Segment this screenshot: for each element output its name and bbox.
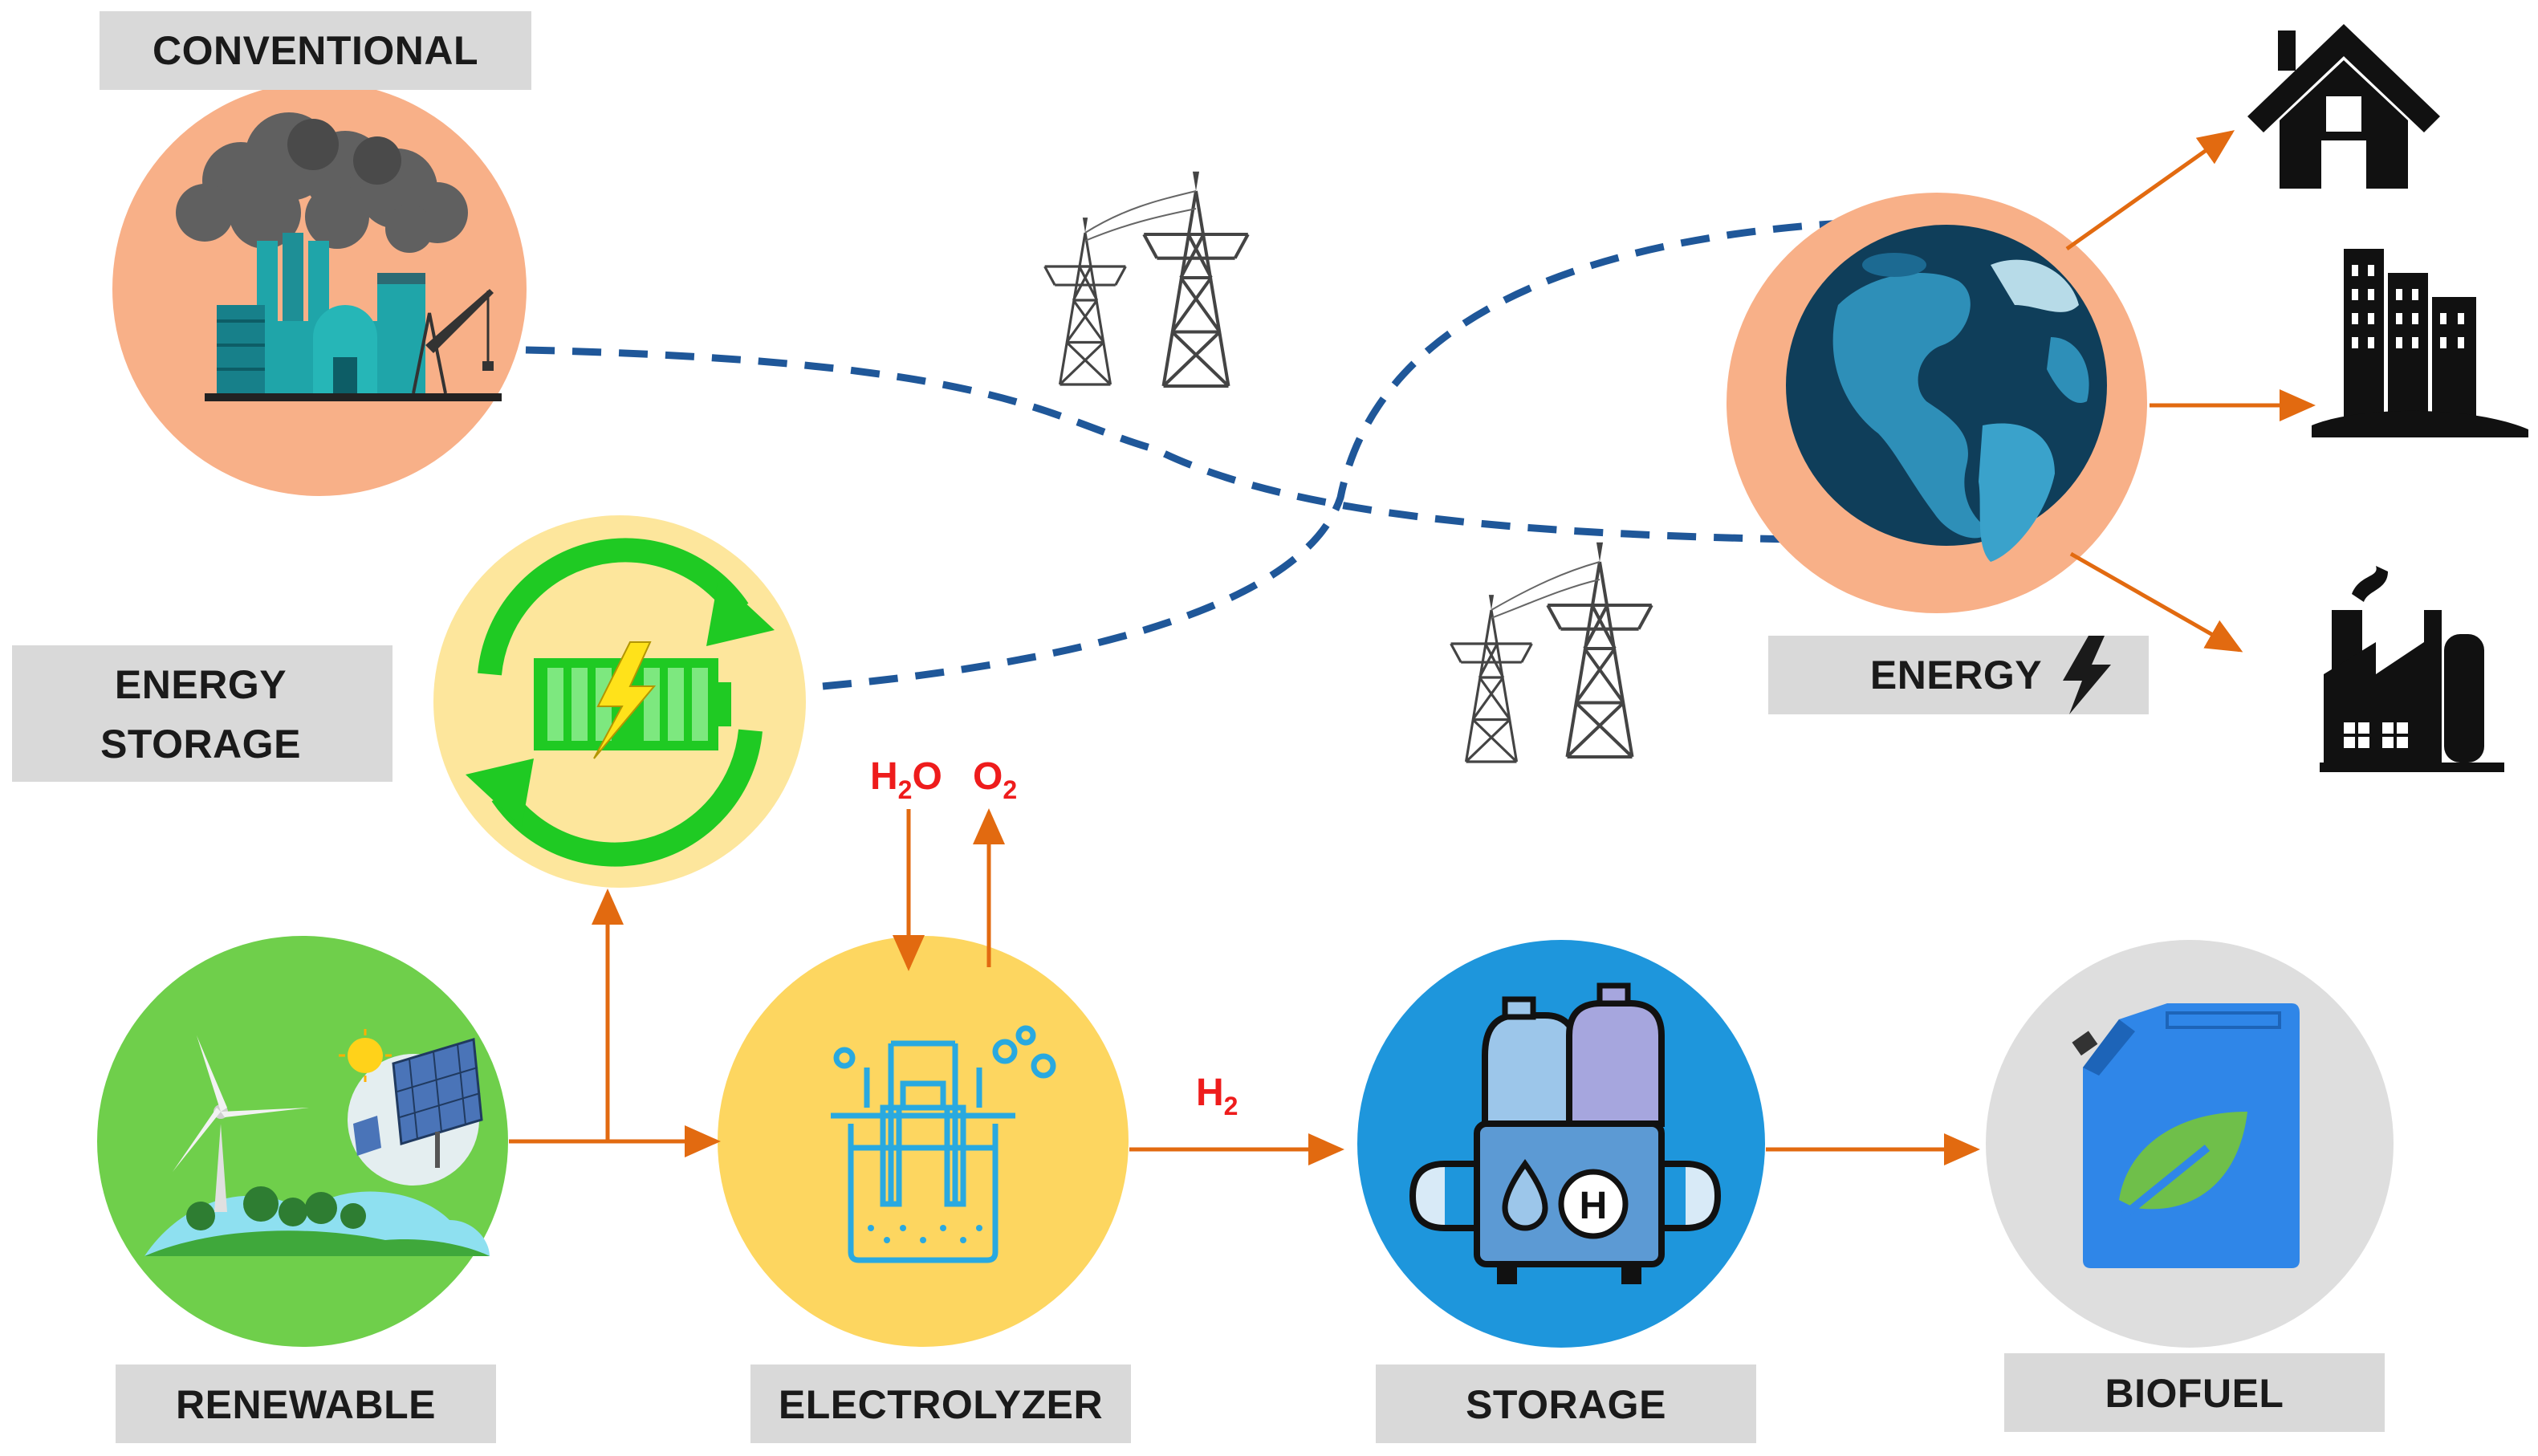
lightning-icon	[593, 641, 657, 759]
electrolyzer-label-box	[750, 1364, 1131, 1443]
oxygen-formula: O2	[973, 755, 1017, 804]
factory-icon	[176, 112, 502, 401]
storage-label: STORAGE	[1466, 1382, 1666, 1427]
hydrogen-formula: H2	[1196, 1072, 1238, 1120]
tank-letter: H	[1580, 1185, 1608, 1227]
conventional-label: CONVENTIONAL	[153, 28, 478, 73]
house-icon	[2247, 24, 2440, 189]
wind-solar-icon	[144, 1029, 490, 1256]
electrolyzer-icon	[831, 1025, 1056, 1263]
battery-cycle-icon	[466, 538, 775, 867]
power-pylon-icon	[1043, 172, 1652, 763]
arrow-to-industry	[2069, 551, 2243, 653]
storage-label-box	[1376, 1364, 1756, 1443]
electrolyzer-circle	[718, 936, 1129, 1347]
arrow-to-house	[2065, 130, 2235, 251]
building-icon	[2312, 249, 2528, 437]
biofuel-label: BIOFUEL	[2105, 1371, 2284, 1416]
biofuel-label-box	[2004, 1353, 2385, 1432]
industry-icon	[2320, 566, 2504, 772]
fuel-can-icon	[2072, 1003, 2300, 1268]
renewable-label-box	[116, 1364, 496, 1443]
conventional-label-box	[100, 11, 531, 90]
renewable-label: RENEWABLE	[176, 1382, 436, 1427]
energy-storage-label-line2: STORAGE	[100, 722, 301, 767]
electrolyzer-label: ELECTROLYZER	[779, 1382, 1103, 1427]
globe-icon	[1786, 225, 2107, 562]
energy-storage-label-box	[12, 645, 392, 782]
grid-line-conventional	[525, 346, 1795, 543]
hydrogen-tank-icon	[1409, 982, 1722, 1284]
grid-line-storage	[822, 218, 1871, 690]
lightning-icon	[2063, 636, 2111, 714]
bubbles	[868, 1225, 982, 1243]
energy-label: ENERGY	[1870, 653, 2042, 697]
water-formula: H2O	[870, 755, 942, 804]
energy-storage-label-line1: ENERGY	[115, 662, 287, 707]
